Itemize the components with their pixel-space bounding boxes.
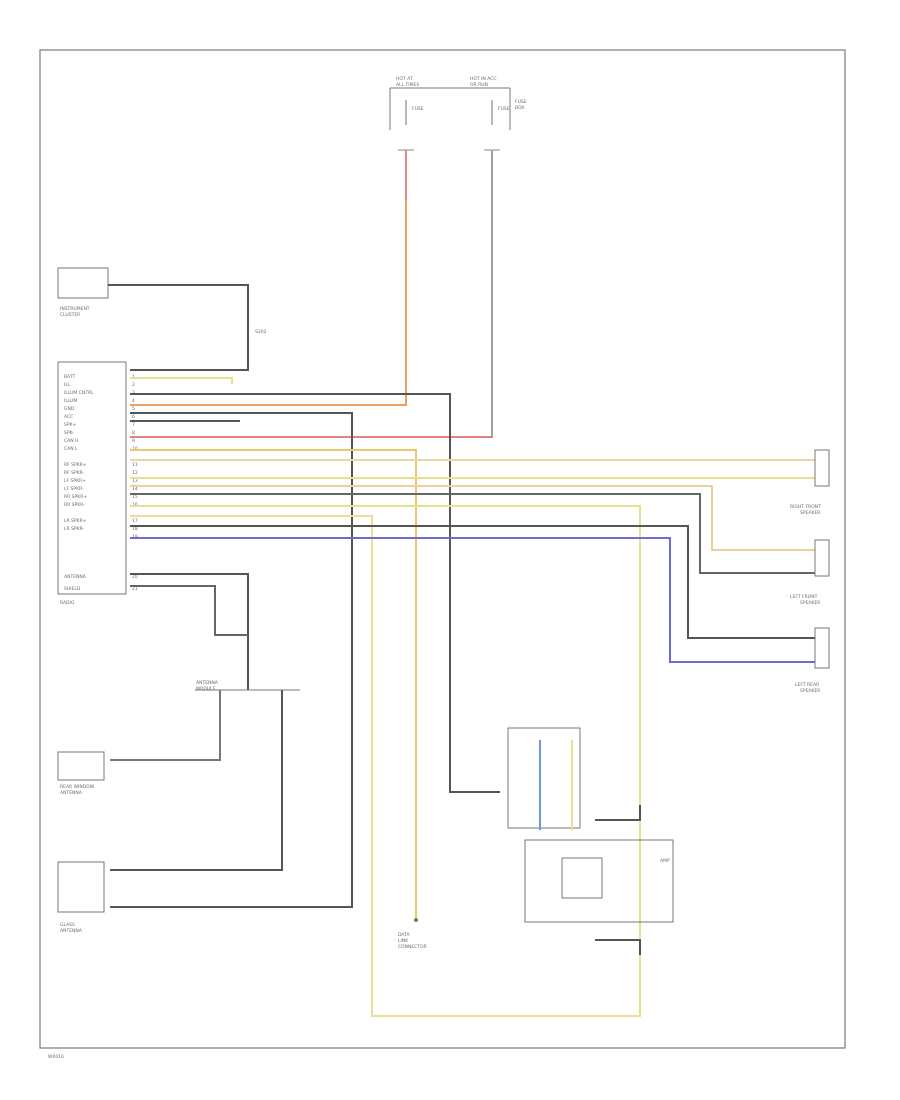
svg-text:CONNECTOR: CONNECTOR [398,944,427,950]
svg-text:REAR WINDOW: REAR WINDOW [60,784,95,790]
svg-text:5: 5 [132,406,135,412]
svg-text:BATT: BATT [64,374,75,380]
svg-text:4: 4 [132,398,135,404]
wire-antenna [130,573,249,690]
antenna-module: ANTENNA MODULE [110,680,300,871]
svg-text:LEFT REAR: LEFT REAR [795,682,819,688]
svg-text:LINK: LINK [398,938,409,944]
svg-text:14: 14 [132,486,138,492]
wire-lf-spkr-pos [130,485,815,551]
svg-text:ANTENNA: ANTENNA [60,928,83,934]
svg-text:ANTENNA: ANTENNA [60,790,83,796]
svg-text:SPK-: SPK- [64,430,74,436]
svg-text:7: 7 [132,422,135,428]
svg-text:SPEAKER: SPEAKER [800,600,820,606]
svg-text:8: 8 [132,430,135,436]
wire-orange-feed [130,200,407,406]
footer-code: W0016 [48,1054,64,1060]
svg-text:RF SPKR+: RF SPKR+ [64,462,87,468]
rear-window-antenna: REAR WINDOW ANTENNA [57,751,105,796]
instrument-cluster: INSTRUMENT CLUSTER S202 [57,267,267,371]
radio-label: RADIO [60,600,75,606]
svg-text:ALL TIMES: ALL TIMES [396,82,419,88]
svg-text:20: 20 [132,574,138,580]
svg-text:6: 6 [132,414,135,420]
hot-in-acc-label: HOT IN ACC [470,76,497,82]
svg-text:LF SPKR-: LF SPKR- [64,486,84,492]
radio-component: RADIO [57,361,127,606]
svg-text:MODULE: MODULE [196,686,216,692]
svg-text:ILLUM CNTRL: ILLUM CNTRL [64,390,94,396]
svg-text:GLASS: GLASS [60,922,75,928]
svg-text:15: 15 [132,494,138,500]
svg-text:13: 13 [132,478,138,484]
radio-pin-list: BATT ILL ILLUM CNTRL ILLUM GND ACC SPK+ … [64,374,94,592]
svg-text:SHIELD: SHIELD [64,586,81,592]
glass-antenna: GLASS ANTENNA [57,861,105,934]
svg-text:ACC: ACC [64,414,73,420]
svg-text:RIGHT FRONT: RIGHT FRONT [790,504,821,510]
svg-text:12: 12 [132,470,138,476]
wire-illum-black [130,393,500,793]
svg-text:AMP: AMP [660,858,670,864]
amplifier-junction: AMP [507,727,674,955]
svg-text:S202: S202 [255,329,267,335]
svg-text:LF SPKR+: LF SPKR+ [64,478,86,484]
fuse-block: HOT AT ALL TIMES HOT IN ACC OR RUN FUSE … [389,76,527,151]
svg-text:INSTRUMENT: INSTRUMENT [60,306,90,312]
svg-text:RR SPKR-: RR SPKR- [64,502,85,508]
svg-text:FUSE: FUSE [412,106,424,112]
svg-text:CAN L: CAN L [64,446,78,452]
svg-text:OR RUN: OR RUN [470,82,488,88]
hot-at-all-times-label: HOT AT [396,76,413,82]
left-rear-speaker: LEFT REAR SPEAKER [795,627,830,694]
radio-pin-numbers: 1 2 3 4 5 6 7 8 9 10 11 12 13 14 15 16 1… [132,374,138,592]
svg-text:21: 21 [132,586,138,592]
svg-text:CAN H: CAN H [64,438,78,444]
svg-text:SPEAKER: SPEAKER [800,688,820,694]
svg-text:18: 18 [132,526,138,532]
svg-text:ANTENNA: ANTENNA [196,680,219,686]
svg-text:DATA: DATA [398,932,411,938]
wire-to-dlc [130,449,417,920]
svg-text:2: 2 [132,382,135,388]
svg-text:GND: GND [64,406,75,412]
svg-text:LR SPKR-: LR SPKR- [64,526,85,532]
wire-can [110,412,353,908]
svg-text:ILL: ILL [64,382,71,388]
wire-rr-spkr-blue [130,537,815,663]
svg-text:ANTENNA: ANTENNA [64,574,87,580]
svg-text:LEFT FRONT: LEFT FRONT [790,594,818,600]
svg-text:FUSE: FUSE [498,106,510,112]
wire-amp-yellow [130,505,641,1017]
wire-lf-spkr-neg [130,493,815,574]
svg-text:17: 17 [132,518,138,524]
svg-text:11: 11 [132,462,138,468]
svg-text:CLUSTER: CLUSTER [60,312,80,318]
svg-text:9: 9 [132,438,135,444]
svg-text:SPEAKER: SPEAKER [800,510,820,516]
fuse-box-label: FUSE [515,99,527,105]
svg-text:SPK+: SPK+ [64,422,77,428]
svg-text:RR SPKR+: RR SPKR+ [64,494,87,500]
svg-text:BOX: BOX [515,105,524,111]
svg-text:ILLUM: ILLUM [64,398,77,404]
right-front-speaker: RIGHT FRONT SPEAKER [790,449,830,516]
wire-shield [130,585,248,636]
diagram-frame [39,49,846,1049]
data-link-connector: DATA LINK CONNECTOR [398,918,427,950]
svg-text:LR SPKR+: LR SPKR+ [64,518,87,524]
left-front-speaker: LEFT FRONT SPEAKER [790,539,830,606]
svg-text:RF SPKR-: RF SPKR- [64,470,85,476]
wire-rr-spkr-pos [130,525,815,639]
wire-yel-illum [130,377,233,384]
